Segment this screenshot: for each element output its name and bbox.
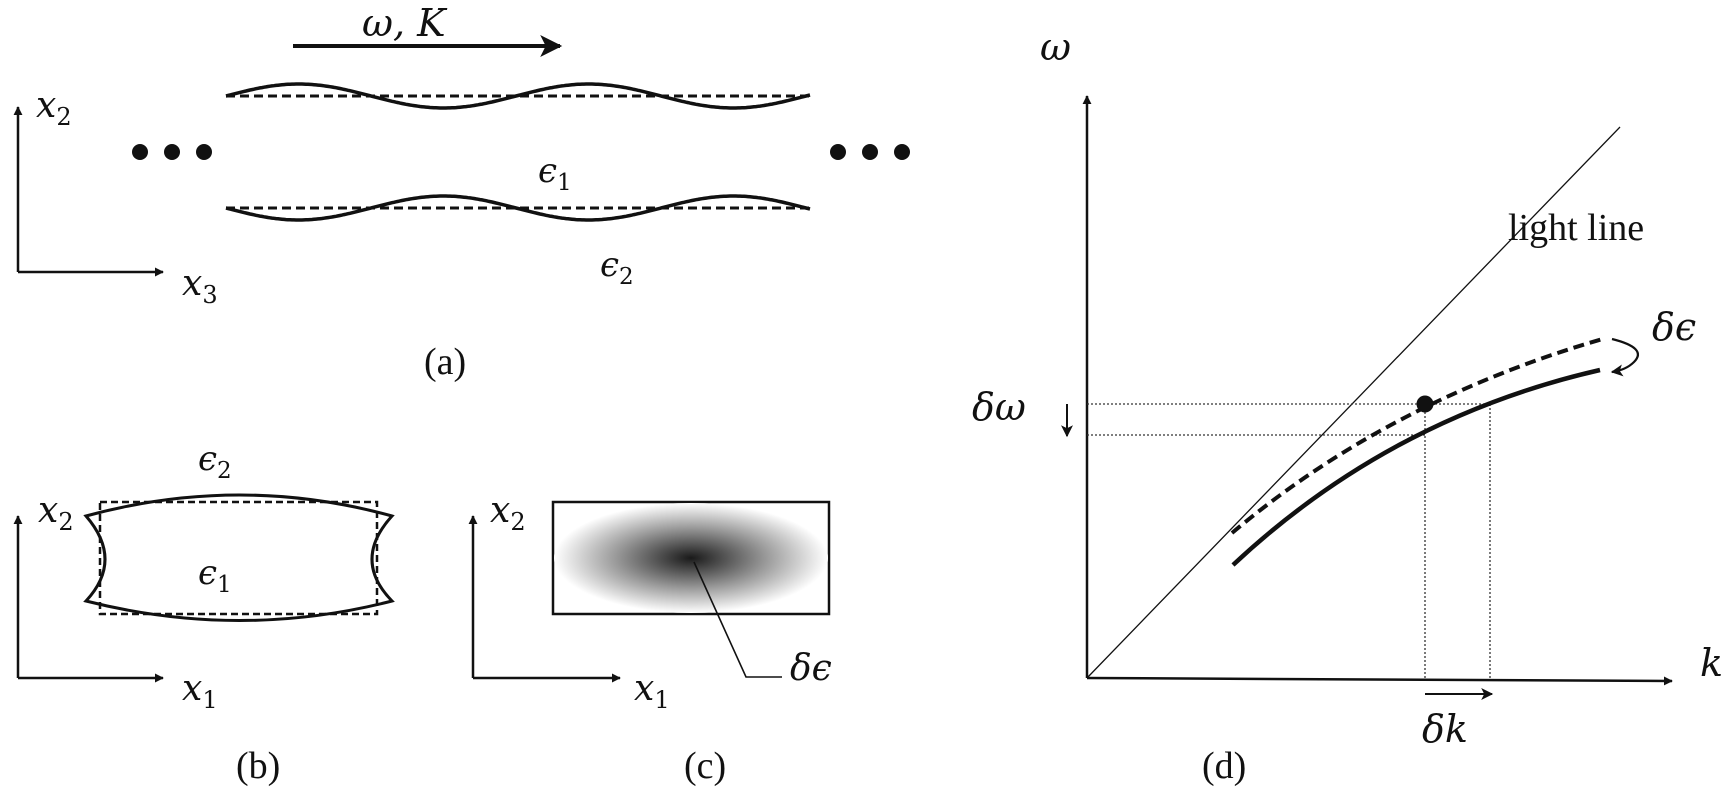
panel-c: x2 x1 δϵ (c) xyxy=(468,490,832,787)
axis-k-label: k xyxy=(1700,641,1721,685)
delta-omega-label: δω xyxy=(972,385,1026,429)
axis-x2-label: x2 xyxy=(490,490,526,536)
axis-x1-label: x1 xyxy=(634,668,670,714)
wave-label: ω, K xyxy=(362,1,448,45)
ellipsis-dot-right-3 xyxy=(894,144,910,160)
operating-point-marker xyxy=(1416,395,1434,413)
caption-d: (d) xyxy=(1202,745,1246,787)
perturbed-cross-section xyxy=(83,493,395,622)
perturbation-label: δϵ xyxy=(790,648,832,689)
original-dispersion-curve xyxy=(1231,367,1601,567)
axis-omega-label: ω xyxy=(1040,25,1071,69)
delta-epsilon-label: δϵ xyxy=(1652,305,1696,349)
light-line xyxy=(1086,126,1621,679)
unperturbed-cross-section xyxy=(98,500,379,616)
inner-permittivity-label: ϵ1 xyxy=(198,553,232,598)
ellipsis-dot-right-1 xyxy=(830,144,846,160)
axis-x2-label: x2 xyxy=(38,490,74,536)
top-corrugated-boundary xyxy=(225,82,811,110)
delta-epsilon-arrow xyxy=(1610,337,1639,377)
perturbation-leader-line xyxy=(693,561,782,678)
ellipsis-dot-left-2 xyxy=(164,144,180,160)
perturbed-dispersion-curve xyxy=(1230,336,1607,535)
panel-d: ω k light line δϵ δω δk (d) xyxy=(972,25,1721,787)
axis-x2-label: x2 xyxy=(36,85,72,131)
axis-x1-label: x1 xyxy=(182,668,218,714)
permittivity-perturbation-blob xyxy=(554,503,828,613)
ellipsis-dot-left-3 xyxy=(196,144,212,160)
caption-b: (b) xyxy=(236,745,280,787)
ellipsis-dot-right-2 xyxy=(862,144,878,160)
outer-permittivity-label: ϵ2 xyxy=(198,439,232,484)
delta-k-label: δk xyxy=(1422,707,1468,751)
outer-permittivity-label: ϵ2 xyxy=(600,245,634,290)
axis-x3-label: x3 xyxy=(182,263,218,309)
axis-k-arrow xyxy=(1086,676,1673,686)
caption-c: (c) xyxy=(684,745,726,787)
inner-permittivity-label: ϵ1 xyxy=(538,151,572,196)
light-line-label: light line xyxy=(1508,207,1644,249)
bottom-corrugated-boundary xyxy=(225,194,811,222)
ellipsis-dot-left-1 xyxy=(132,144,148,160)
panel-b: x2 x1 ϵ2 ϵ1 (b) xyxy=(13,439,395,787)
panel-a: ω, K x2 x3 ϵ1 ϵ2 (a) xyxy=(13,1,910,383)
caption-a: (a) xyxy=(424,341,466,383)
